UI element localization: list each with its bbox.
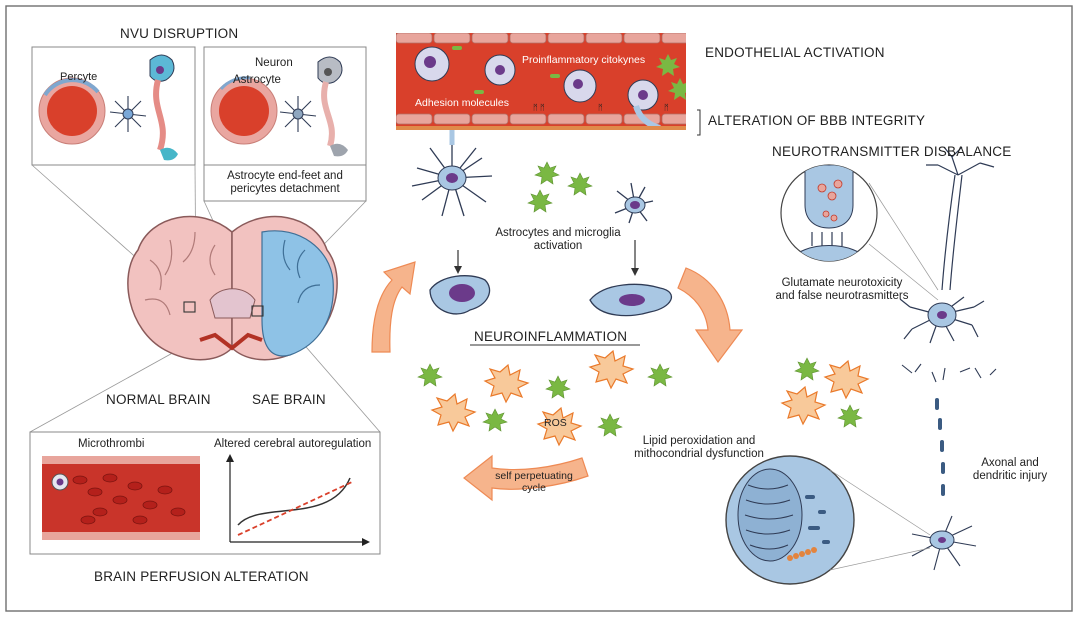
- ros-particles: [430, 349, 870, 447]
- neuron-right: [899, 146, 995, 344]
- glia-activation-label: Astrocytes and microglia activation: [495, 227, 621, 253]
- cycle-label: self perpetuating cycle: [495, 470, 573, 495]
- injured-neuron: [911, 515, 977, 571]
- nvu-panels: Percyte: [31, 46, 367, 202]
- bbb-heading: ALTERATION OF BBB INTEGRITY: [708, 113, 926, 128]
- activated-astrocyte: [429, 275, 491, 315]
- nvu-heading: NVU DISRUPTION: [120, 26, 239, 41]
- detachment-label: Astrocyte end-feet and pericytes detachm…: [227, 170, 343, 196]
- activated-microglia: [589, 283, 673, 317]
- microthrombi-label: Microthrombi: [78, 438, 145, 450]
- sae-brain-label: SAE BRAIN: [252, 392, 326, 407]
- neurotransmitter-heading: NEUROTRANSMITTER DISBALANCE: [772, 144, 1012, 159]
- normal-brain-label: NORMAL BRAIN: [106, 392, 211, 407]
- percyte-label: Percyte: [60, 71, 97, 83]
- svg-text:ᛗ: ᛗ: [598, 103, 603, 112]
- neuroinflammation-heading: NEUROINFLAMMATION: [474, 329, 628, 344]
- mitochondria-inset: [725, 455, 855, 585]
- cytokine-particles: [417, 161, 863, 437]
- endothelial-heading: ENDOTHELIAL ACTIVATION: [705, 45, 885, 60]
- astrocyte-label: Astrocyte: [233, 74, 281, 86]
- cycle-arrows: [371, 261, 744, 502]
- adhesion-label: Adhesion molecules: [415, 97, 509, 109]
- reactive-astrocyte: [411, 130, 493, 217]
- axonal-label: Axonal and dendritic injury: [972, 457, 1048, 483]
- neuron-label: Neuron: [255, 57, 293, 69]
- autoregulation-label: Altered cerebral autoregulation: [214, 438, 372, 450]
- lipid-label: Lipid peroxidation and mithocondrial dys…: [634, 435, 764, 461]
- ros-label: ROS: [544, 417, 567, 429]
- perfusion-heading: BRAIN PERFUSION ALTERATION: [94, 569, 309, 584]
- perfusion-panel: [29, 431, 381, 555]
- glutamate-label: Glutamate neurotoxicity and false neurot…: [775, 277, 909, 303]
- svg-text:ᛗ: ᛗ: [664, 103, 669, 112]
- cytokines-label: Proinflammatory citokynes: [522, 54, 646, 66]
- outer-frame: [5, 5, 1073, 612]
- microglia-resting: [614, 182, 654, 224]
- fragmented-axon: [935, 398, 945, 496]
- synapse-inset: [780, 164, 878, 262]
- brain-illustration: [127, 215, 338, 361]
- svg-text:ᛗ ᛗ: ᛗ ᛗ: [533, 103, 545, 112]
